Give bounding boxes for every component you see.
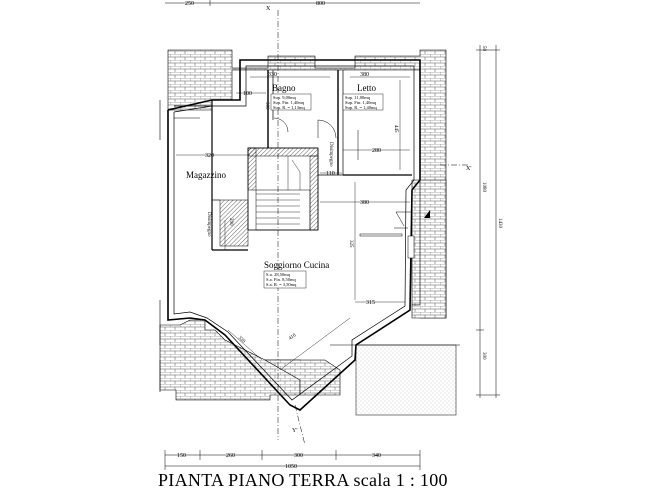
room-bagno-info-2: Sup. Fin. 1,40mq <box>273 100 305 106</box>
interior-dimensions <box>176 76 410 371</box>
dim-int-445: 445 <box>393 125 398 133</box>
room-bagno-info-1: Sup. 9,00mq <box>273 95 297 101</box>
brick-walls <box>159 49 447 401</box>
section-mark-right: X' <box>466 166 471 172</box>
dim-int-110: 110 <box>326 171 335 177</box>
dim-int-300: 300 <box>264 102 269 110</box>
room-letto-info-1: Sup. 11,00mq <box>345 95 371 101</box>
room-magazzino-label: Magazzino <box>186 170 226 180</box>
north-arrow-icon <box>424 210 430 218</box>
pavement <box>355 344 457 416</box>
dim-int-200: 200 <box>228 218 233 226</box>
room-disimpegno-2-label: Disimpegno <box>206 212 211 237</box>
dim-right-300: 300 <box>481 352 486 360</box>
plan-title: PIANTA PIANO TERRA scala 1 : 100 <box>158 470 448 490</box>
dim-int-320-a: 320 <box>205 153 214 159</box>
room-bagno-info-3: Sup. R. = 1,13mq <box>273 105 306 111</box>
building-outline <box>167 59 421 411</box>
dim-int-100: 100 <box>243 91 252 97</box>
staircase <box>219 147 319 247</box>
dim-bottom-260: 260 <box>226 453 235 459</box>
section-mark-top: X <box>266 6 271 12</box>
section-mark-bottom: Y' <box>292 428 297 434</box>
dim-int-280: 280 <box>372 148 381 154</box>
dim-bottom-1050: 1050 <box>285 464 297 470</box>
window-marks <box>159 100 200 392</box>
right-dimension <box>476 45 500 398</box>
dim-right-1430: 1430 <box>497 218 502 229</box>
room-bagno-label: Bagno <box>272 83 296 93</box>
room-soggiorno-label: Soggiorno Cucina <box>264 260 329 270</box>
top-dimension: 250 800 <box>165 0 420 7</box>
room-letto-info-3: Sup. R. = 1,40mq <box>345 105 378 111</box>
door-swings <box>273 117 415 259</box>
dim-bottom-300: 300 <box>294 453 303 459</box>
room-soggiorno-info-1: S.u. 28,50mq <box>266 272 291 278</box>
dim-int-380-a: 380 <box>360 72 369 78</box>
room-letto-info-2: Sup. Fin. 1,40mq <box>345 100 377 106</box>
dim-right-1080: 1080 <box>481 182 486 193</box>
room-soggiorno-info-3: S.a. R. = 3,50mq <box>266 282 297 288</box>
dim-int-410: 410 <box>288 333 297 342</box>
section-lines <box>277 10 470 446</box>
dim-bottom-150: 150 <box>177 453 186 459</box>
room-soggiorno-info-2: S.a. Fin. 8,50mq <box>266 277 297 283</box>
interior-walls <box>174 70 412 251</box>
dim-int-315: 315 <box>366 300 375 306</box>
dim-top-250: 250 <box>185 1 194 7</box>
dim-right-50: 50 <box>481 46 486 52</box>
dim-bottom-340: 340 <box>372 453 381 459</box>
bottom-dimension <box>164 450 421 470</box>
dim-int-330: 330 <box>268 72 277 78</box>
dim-int-320-b: 320 <box>237 336 246 345</box>
dim-int-380-b: 380 <box>360 200 369 206</box>
dim-top-800: 800 <box>316 1 325 7</box>
room-letto-label: Letto <box>357 83 376 93</box>
dim-int-325: 325 <box>348 240 353 248</box>
room-disimpegno-1-label: Disimpegno <box>328 142 333 167</box>
